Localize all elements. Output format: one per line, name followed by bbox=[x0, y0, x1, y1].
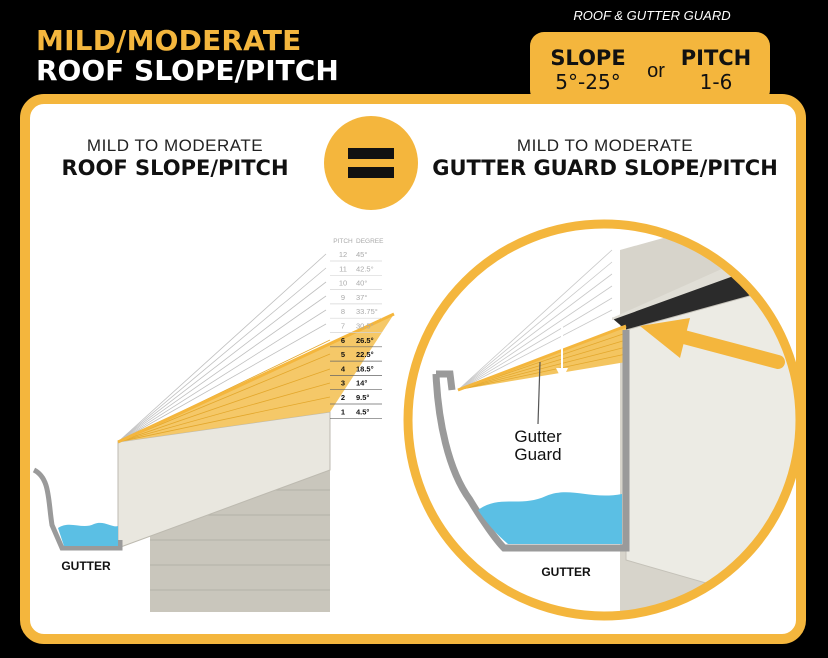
left-gutter bbox=[32, 467, 123, 551]
pitch-value-7: 7 bbox=[341, 322, 345, 331]
pitch-value-9: 9 bbox=[341, 293, 345, 302]
gutter-guard-label-line-2: Guard bbox=[514, 445, 561, 464]
guard-edge-arrow bbox=[640, 318, 785, 369]
pitch-value-5: 5 bbox=[341, 350, 345, 359]
pitch-column-header: PITCH bbox=[333, 238, 353, 245]
slope-value: 5°-25° bbox=[555, 70, 621, 94]
pitch-value: 1-6 bbox=[699, 70, 733, 94]
right-gutter-label: GUTTER bbox=[541, 565, 591, 579]
pitch-guide-lines bbox=[117, 253, 327, 443]
degree-value-3: 14° bbox=[356, 379, 367, 388]
degree-value-5: 22.5° bbox=[356, 350, 374, 359]
degree-value-6: 26.5° bbox=[356, 336, 374, 345]
slope-label: SLOPE bbox=[550, 46, 626, 70]
left-fascia bbox=[117, 411, 331, 549]
equals-badge bbox=[324, 116, 418, 210]
left-heading-line-2: ROOF SLOPE/PITCH bbox=[61, 156, 289, 180]
degree-value-2: 9.5° bbox=[356, 393, 369, 402]
spec-tab bbox=[530, 32, 770, 104]
degree-value-8: 33.75° bbox=[356, 307, 378, 316]
degree-value-1: 4.5° bbox=[356, 407, 369, 416]
degree-value-4: 18.5° bbox=[356, 364, 374, 373]
left-gutter-label: GUTTER bbox=[61, 559, 111, 573]
pitch-label: PITCH bbox=[680, 46, 752, 70]
degree-value-7: 30.5° bbox=[356, 322, 374, 331]
detail-circle-ring bbox=[403, 219, 805, 621]
degree-value-11: 42.5° bbox=[356, 264, 374, 273]
or-text: or bbox=[647, 60, 665, 82]
pitch-value-3: 3 bbox=[341, 379, 345, 388]
left-heading-line-1: MILD TO MODERATE bbox=[86, 136, 264, 155]
pitch-value-2: 2 bbox=[341, 393, 345, 402]
pitch-value-10: 10 bbox=[339, 279, 347, 288]
degree-column-header: DEGREE bbox=[356, 238, 384, 245]
pitch-value-4: 4 bbox=[341, 364, 346, 373]
pitch-value-12: 12 bbox=[339, 250, 347, 259]
degree-value-10: 40° bbox=[356, 279, 367, 288]
pitch-value-1: 1 bbox=[341, 407, 345, 416]
degree-value-9: 37° bbox=[356, 293, 367, 302]
right-heading-line-2: GUTTER GUARD SLOPE/PITCH bbox=[432, 156, 778, 180]
spec-tab-caption: ROOF & GUTTER GUARD bbox=[573, 8, 731, 23]
right-heading-line-1: MILD TO MODERATE bbox=[516, 136, 694, 155]
equals-bar-top bbox=[348, 148, 394, 159]
pitch-value-8: 8 bbox=[341, 307, 345, 316]
degree-value-12: 45° bbox=[356, 250, 367, 259]
gutter-guard-label-line-1: Gutter bbox=[514, 427, 562, 446]
equals-bar-bottom bbox=[348, 167, 394, 178]
detail-circle-content bbox=[408, 224, 800, 616]
pitch-value-6: 6 bbox=[341, 336, 345, 345]
pitch-value-11: 11 bbox=[339, 264, 347, 273]
title-line-2: ROOF SLOPE/PITCH bbox=[36, 54, 339, 87]
title-line-1: MILD/MODERATE bbox=[36, 24, 302, 57]
